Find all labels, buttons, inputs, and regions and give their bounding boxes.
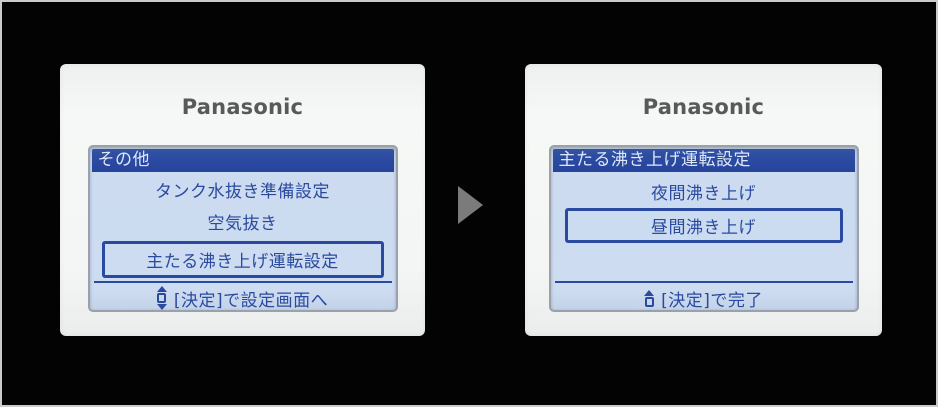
- up-button-icon: [644, 289, 655, 307]
- remote-unit-left: Panasonic その他 タンク水抜き準備設定 空気抜き 主たる沸き上げ運転設…: [60, 64, 425, 336]
- button-glyph: [157, 293, 167, 303]
- lcd-title-bar: その他: [91, 149, 394, 172]
- button-glyph: [644, 296, 654, 307]
- hint-bar: [決定]で設定画面へ: [90, 285, 396, 311]
- lcd-separator: [554, 281, 853, 283]
- hint-text: [決定]で設定画面へ: [173, 290, 329, 311]
- next-step-arrow-icon: [458, 186, 483, 224]
- up-arrow-icon: [644, 289, 655, 296]
- lcd-separator: [93, 281, 392, 283]
- remote-unit-right: Panasonic 主たる沸き上げ運転設定 夜間沸き上げ 昼間沸き上げ [決定]…: [525, 64, 882, 336]
- lcd-title-bar: 主たる沸き上げ運転設定: [552, 149, 855, 172]
- menu-item: 夜間沸き上げ: [651, 184, 756, 204]
- lcd-screen-right: 主たる沸き上げ運転設定 夜間沸き上げ 昼間沸き上げ [決定]で完了: [548, 145, 859, 312]
- menu-item: 空気抜き: [207, 214, 278, 234]
- hint-bar: [決定]で完了: [551, 285, 857, 311]
- menu-item-selected: 昼間沸き上げ: [564, 208, 843, 243]
- down-arrow-icon: [156, 304, 167, 310]
- menu-item-selected-label: 主たる沸き上げ運転設定: [146, 252, 339, 272]
- menu-item-selected-label: 昼間沸き上げ: [651, 218, 756, 238]
- hint-text: [決定]で完了: [661, 290, 763, 311]
- panasonic-logo: Panasonic: [181, 95, 304, 119]
- menu-item-selected: 主たる沸き上げ運転設定: [101, 241, 384, 278]
- up-arrow-icon: [156, 286, 167, 292]
- panasonic-logo: Panasonic: [642, 95, 765, 119]
- up-down-button-icon: [156, 286, 167, 310]
- lcd-screen-left: その他 タンク水抜き準備設定 空気抜き 主たる沸き上げ運転設定 [決定]で設定画…: [87, 145, 398, 312]
- menu-item: タンク水抜き準備設定: [155, 182, 330, 202]
